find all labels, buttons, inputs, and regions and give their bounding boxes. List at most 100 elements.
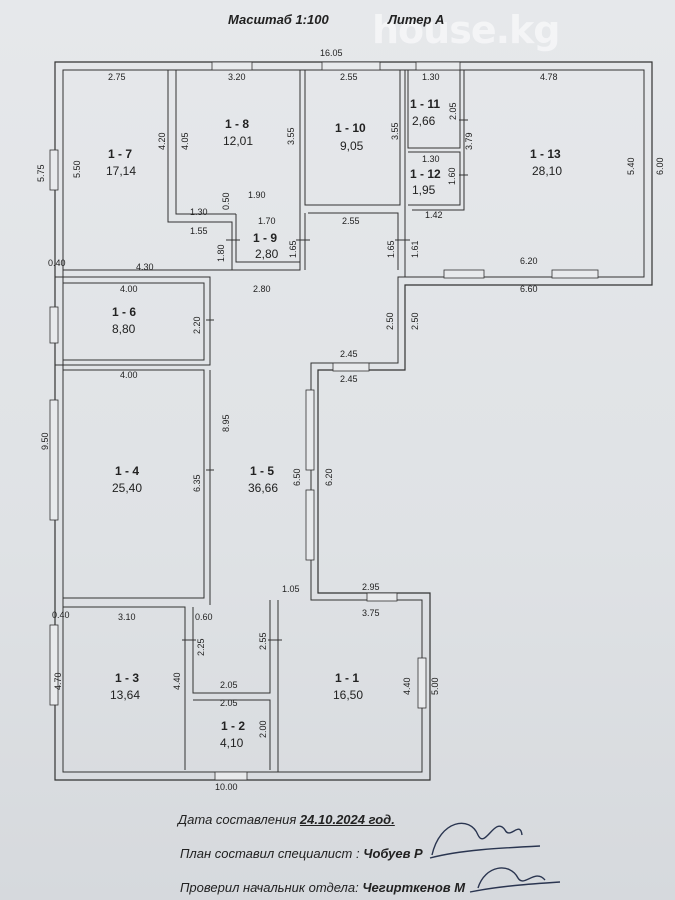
dimension: 9.50 xyxy=(40,432,50,450)
dimension: 2.55 xyxy=(340,72,358,82)
room-area: 2,66 xyxy=(412,114,436,128)
dimension: 8.95 xyxy=(221,414,231,432)
room-id: 1 - 11 xyxy=(410,97,440,111)
room-area: 2,80 xyxy=(255,247,279,261)
room-area: 36,66 xyxy=(248,481,278,495)
dimension: 2.05 xyxy=(220,680,238,690)
room-id: 1 - 5 xyxy=(250,464,274,478)
room-area: 4,10 xyxy=(220,736,244,750)
dimension: 4.70 xyxy=(53,672,63,690)
dimension: 5.75 xyxy=(36,164,46,182)
dimension: 2.20 xyxy=(192,316,202,334)
dimension: 0.40 xyxy=(48,258,66,268)
room-area: 13,64 xyxy=(110,688,140,702)
date-line: Дата составления 24.10.2024 год. xyxy=(178,812,395,827)
dimension: 2.50 xyxy=(410,312,420,330)
dimension: 2.45 xyxy=(340,349,358,359)
composed-name: Чобуев Р xyxy=(363,846,423,861)
dimension: 2.25 xyxy=(196,638,206,656)
dimension: 6.50 xyxy=(292,468,302,486)
dimension: 1.61 xyxy=(410,240,420,258)
dimension: 10.00 xyxy=(215,782,238,792)
room-id: 1 - 12 xyxy=(410,167,441,181)
room-id: 1 - 13 xyxy=(530,147,561,161)
dimension: 2.55 xyxy=(258,632,268,650)
watermark: house.kg xyxy=(372,8,561,52)
dimension: 1.30 xyxy=(422,154,440,164)
dimension: 2.75 xyxy=(108,72,126,82)
composed-line: План составил специалист : Чобуев Р xyxy=(180,846,423,861)
dimension: 1.70 xyxy=(258,216,276,226)
dimension: 3.79 xyxy=(464,132,474,150)
dimension: 0.40 xyxy=(52,610,70,620)
dimension: 3.20 xyxy=(228,72,246,82)
dimension: 1.90 xyxy=(248,190,266,200)
dimension: 1.65 xyxy=(386,240,396,258)
dimension: 1.05 xyxy=(282,584,300,594)
dimension: 4.00 xyxy=(120,370,138,380)
dimension: 0.50 xyxy=(221,192,231,210)
room-id: 1 - 1 xyxy=(335,671,359,685)
room-area: 17,14 xyxy=(106,164,136,178)
date-label: Дата составления xyxy=(178,812,297,827)
dimension: 4.40 xyxy=(402,677,412,695)
room-id: 1 - 10 xyxy=(335,121,366,135)
checked-name: Чегирткенов М xyxy=(362,880,466,895)
dimension: 5.40 xyxy=(626,157,636,175)
dimension: 2.95 xyxy=(362,582,380,592)
room-id: 1 - 8 xyxy=(225,117,249,131)
room-id: 1 - 4 xyxy=(115,464,139,478)
dimension: 5.50 xyxy=(72,160,82,178)
dimension: 2.00 xyxy=(258,720,268,738)
dimension: 1.80 xyxy=(216,244,226,262)
dimension: 0.60 xyxy=(195,612,213,622)
dimension: 1.60 xyxy=(447,167,457,185)
dimension: 16.05 xyxy=(320,48,343,58)
dimension: 6.20 xyxy=(324,468,334,486)
dimension: 4.78 xyxy=(540,72,558,82)
date-value: 24.10.2024 год. xyxy=(299,812,395,827)
dimension: 3.10 xyxy=(118,612,136,622)
dimension: 4.05 xyxy=(180,132,190,150)
dimension: 1.42 xyxy=(425,210,443,220)
dimension: 1.65 xyxy=(288,240,298,258)
dimension: 2.80 xyxy=(253,284,271,294)
liter-label: Литер А xyxy=(388,12,445,27)
dimension: 2.50 xyxy=(385,312,395,330)
room-area: 8,80 xyxy=(112,322,136,336)
room-id: 1 - 7 xyxy=(108,147,132,161)
composed-label: План составил специалист : xyxy=(180,846,360,861)
dimension: 2.05 xyxy=(220,698,238,708)
signature-scribble xyxy=(429,822,561,893)
room-area: 28,10 xyxy=(532,164,562,178)
room-id: 1 - 3 xyxy=(115,671,139,685)
checked-line: Проверил начальник отдела: Чегирткенов М xyxy=(180,880,465,895)
room-area: 25,40 xyxy=(112,481,142,495)
dimension: 6.35 xyxy=(192,474,202,492)
scale-label: Масштаб 1:100 xyxy=(228,12,329,27)
checked-label: Проверил начальник отдела: xyxy=(180,880,359,895)
room-area: 12,01 xyxy=(223,134,253,148)
dimension: 1.30 xyxy=(422,72,440,82)
room-area: 16,50 xyxy=(333,688,363,702)
dimension: 4.20 xyxy=(157,132,167,150)
dimension: 5.00 xyxy=(430,677,440,695)
dimension: 6.20 xyxy=(520,256,538,266)
dimension: 2.55 xyxy=(342,216,360,226)
dimension: 4.40 xyxy=(172,672,182,690)
dimension: 6.60 xyxy=(520,284,538,294)
dimension: 6.00 xyxy=(655,157,665,175)
dimension: 4.30 xyxy=(136,262,154,272)
room-area: 9,05 xyxy=(340,139,364,153)
dimension: 1.30 xyxy=(190,207,208,217)
room-id: 1 - 9 xyxy=(253,231,277,245)
dimension: 3.55 xyxy=(390,122,400,140)
room-id: 1 - 2 xyxy=(221,719,245,733)
dimension: 3.75 xyxy=(362,608,380,618)
room-id: 1 - 6 xyxy=(112,305,136,319)
dimension: 2.45 xyxy=(340,374,358,384)
dimension: 1.55 xyxy=(190,226,208,236)
dimension: 2.05 xyxy=(448,102,458,120)
